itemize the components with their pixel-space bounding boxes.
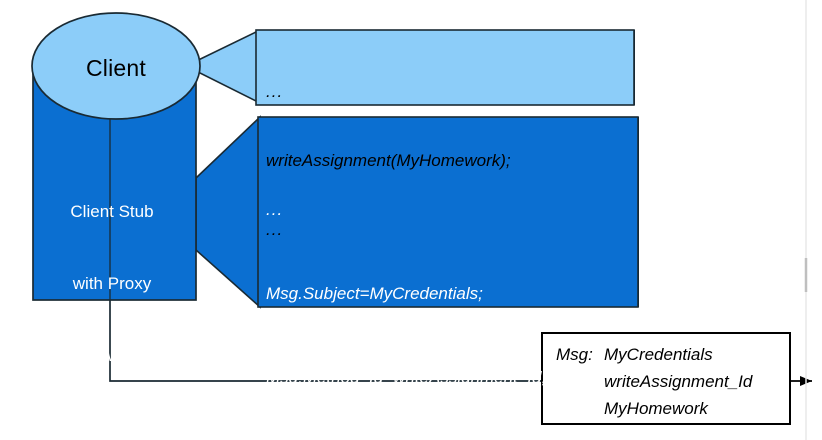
client-stub-label-line-4: PEP and PDP) xyxy=(55,418,169,437)
client-stub-label-line-3: (here without xyxy=(62,346,162,365)
callout-application-box[interactable] xyxy=(255,29,635,106)
callout-stub-tail xyxy=(195,115,261,309)
message-box[interactable] xyxy=(541,332,791,425)
callout-stub-box[interactable] xyxy=(257,116,639,308)
client-node-label: Client xyxy=(85,55,146,81)
client-node-ellipse[interactable] xyxy=(31,12,201,120)
client-stub-label-line-2: with Proxy xyxy=(72,274,152,293)
client-stub-label-line-1: Client Stub xyxy=(70,202,154,221)
client-stub-label: Client Stub with Proxy (here without PEP… xyxy=(28,152,196,440)
